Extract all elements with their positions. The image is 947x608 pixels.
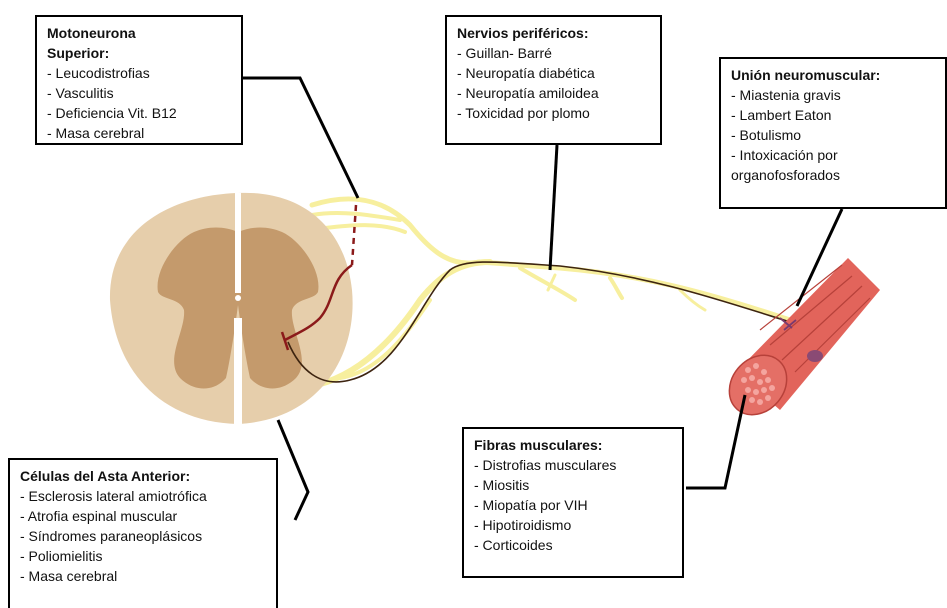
- anterior-median-fissure: [234, 318, 242, 424]
- peripheral-nerves-title: Nervios periféricos:: [457, 23, 650, 43]
- list-item: - Leucodistrofias: [47, 63, 231, 83]
- peripheral-nerves-list: - Guillan- Barré - Neuropatía diabética …: [457, 43, 650, 123]
- list-item: - Botulismo: [731, 125, 935, 145]
- anterior-horn-cells-list: - Esclerosis lateral amiotrófica - Atrof…: [20, 486, 266, 586]
- list-item: - Poliomielitis: [20, 546, 266, 566]
- list-item: - Intoxicación por: [731, 145, 935, 165]
- list-item: - Masa cerebral: [20, 566, 266, 586]
- anterior-horn-cells-box: Células del Asta Anterior: - Esclerosis …: [8, 458, 278, 608]
- posterior-median-sulcus: [235, 193, 241, 293]
- list-item: - Deficiencia Vit. B12: [47, 103, 231, 123]
- muscle-fibers-list: - Distrofias musculares - Miositis - Mio…: [474, 455, 672, 555]
- neuromuscular-junction-box: Unión neuromuscular: - Miastenia gravis …: [719, 57, 947, 209]
- muscle-fibers-box: Fibras musculares: - Distrofias muscular…: [462, 427, 684, 578]
- list-item: - Neuropatía diabética: [457, 63, 650, 83]
- muscle-fibers-title: Fibras musculares:: [474, 435, 672, 455]
- neuromuscular-junction-title: Unión neuromuscular:: [731, 65, 935, 85]
- list-item: - Síndromes paraneoplásicos: [20, 526, 266, 546]
- list-item: - Miositis: [474, 475, 672, 495]
- list-item: - Miopatía por VIH: [474, 495, 672, 515]
- upper-motor-neuron-list: - Leucodistrofias - Vasculitis - Deficie…: [47, 63, 231, 143]
- list-item: - Masa cerebral: [47, 123, 231, 143]
- list-item: - Esclerosis lateral amiotrófica: [20, 486, 266, 506]
- peripheral-nerve: [300, 199, 790, 388]
- list-item: - Guillan- Barré: [457, 43, 650, 63]
- central-canal: [235, 295, 241, 301]
- neuromuscular-junction-list: - Miastenia gravis - Lambert Eaton - Bot…: [731, 85, 935, 185]
- list-item: - Hipotiroidismo: [474, 515, 672, 535]
- upper-motor-neuron-box: Motoneurona Superior: - Leucodistrofias …: [35, 15, 243, 145]
- list-item: - Lambert Eaton: [731, 105, 935, 125]
- list-item: - Toxicidad por plomo: [457, 103, 650, 123]
- list-item: - Corticoides: [474, 535, 672, 555]
- muscle-bulge: [807, 350, 823, 362]
- spinal-cord-section: [110, 193, 353, 424]
- list-item: - Neuropatía amiloidea: [457, 83, 650, 103]
- muscle: [718, 258, 880, 426]
- peripheral-nerves-box: Nervios periféricos: - Guillan- Barré - …: [445, 15, 662, 145]
- list-item: organofosforados: [731, 165, 935, 185]
- list-item: - Miastenia gravis: [731, 85, 935, 105]
- list-item: - Vasculitis: [47, 83, 231, 103]
- upper-motor-neuron-title: Motoneurona Superior:: [47, 23, 167, 63]
- list-item: - Atrofia espinal muscular: [20, 506, 266, 526]
- anterior-horn-cells-title: Células del Asta Anterior:: [20, 466, 266, 486]
- list-item: - Distrofias musculares: [474, 455, 672, 475]
